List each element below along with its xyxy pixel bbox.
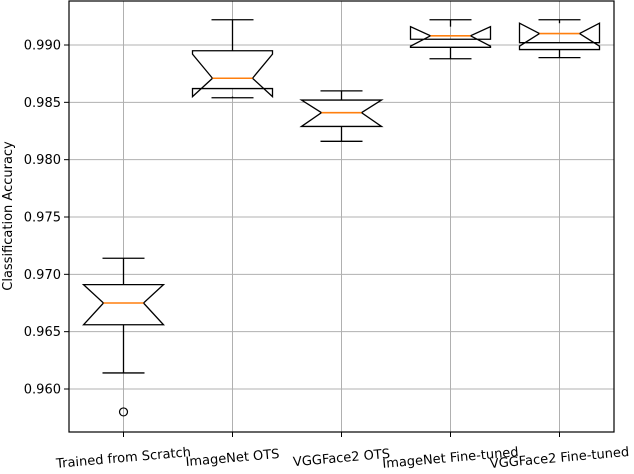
x-tick-label: ImageNet OTS — [185, 447, 280, 470]
box-1 — [191, 19, 274, 99]
notched-box — [409, 25, 492, 48]
y-tick-label: 0.980 — [24, 153, 61, 168]
notched-box — [81, 284, 166, 326]
box-plots — [81, 19, 601, 417]
y-tick-label: 0.975 — [24, 211, 61, 226]
x-tick-label: Trained from Scratch — [55, 445, 192, 472]
y-tick-label: 0.970 — [24, 268, 61, 283]
x-tick-label: VGGFace2 OTS — [292, 447, 390, 470]
y-axis-title: Classification Accuracy — [1, 141, 16, 291]
box-2 — [299, 90, 384, 142]
y-axis: 0.960 0.965 0.970 0.975 0.980 0.985 0.990 — [24, 39, 69, 398]
outlier-point — [118, 407, 129, 417]
y-tick-label: 0.985 — [24, 96, 61, 111]
notched-box — [191, 50, 274, 99]
y-tick-label: 0.960 — [24, 383, 61, 398]
notched-box — [518, 22, 601, 51]
grid-lines — [69, 1, 614, 432]
box-4 — [518, 19, 601, 59]
box-0 — [81, 257, 166, 417]
y-tick-label: 0.990 — [24, 39, 61, 54]
y-tick-label: 0.965 — [24, 325, 61, 340]
box-3 — [409, 19, 492, 60]
